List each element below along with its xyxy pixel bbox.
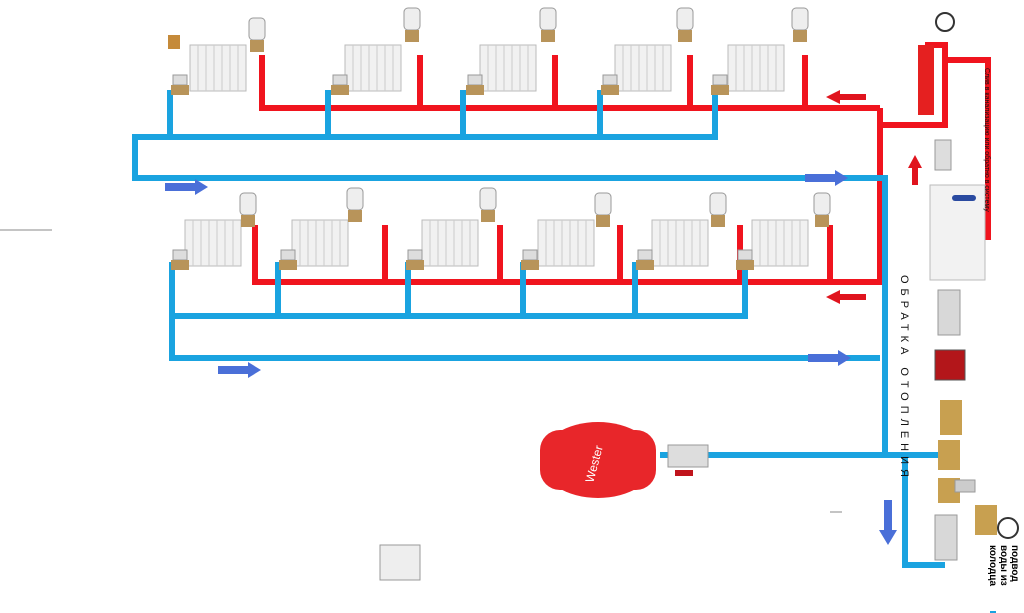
expansion-tank: Wester — [540, 422, 709, 498]
arrow-right-icon — [808, 350, 851, 366]
ball-valve-icon — [934, 139, 952, 171]
arrow-down-icon — [879, 500, 897, 545]
arrow-left-icon — [826, 90, 866, 104]
pressure-reducer-icon — [975, 505, 997, 535]
flow-arrows — [165, 90, 922, 545]
circulation-pump-icon — [934, 349, 966, 381]
arrow-right-icon — [805, 170, 848, 186]
pressure-gauge-icon — [935, 12, 955, 32]
ball-valve-icon — [667, 444, 709, 468]
filter-icon — [940, 400, 962, 435]
return-pipes — [132, 90, 996, 613]
ball-valve-icon — [937, 289, 961, 336]
arrow-left-icon — [826, 290, 866, 304]
drain-label: Слив в канализацию или обратно в систему — [983, 68, 991, 212]
arrow-right-icon — [165, 179, 208, 195]
fitting-icon — [379, 544, 421, 581]
return-label: ОБРАТКА ОТОПЛЕНИЯ — [898, 275, 910, 482]
air-vent-icon — [168, 35, 180, 49]
arrow-up-icon — [908, 155, 922, 185]
tee-fitting-icon — [938, 440, 960, 470]
boiler-equipment — [918, 12, 1019, 561]
arrow-right-icon — [218, 362, 261, 378]
upper-radiators — [168, 7, 809, 96]
pressure-gauge-icon — [997, 517, 1019, 539]
water-inlet-label: подвод воды из колодца — [987, 545, 1020, 611]
drain-valve-icon — [954, 479, 976, 493]
supply-pipes — [252, 42, 991, 285]
ball-valve-icon — [934, 514, 958, 561]
